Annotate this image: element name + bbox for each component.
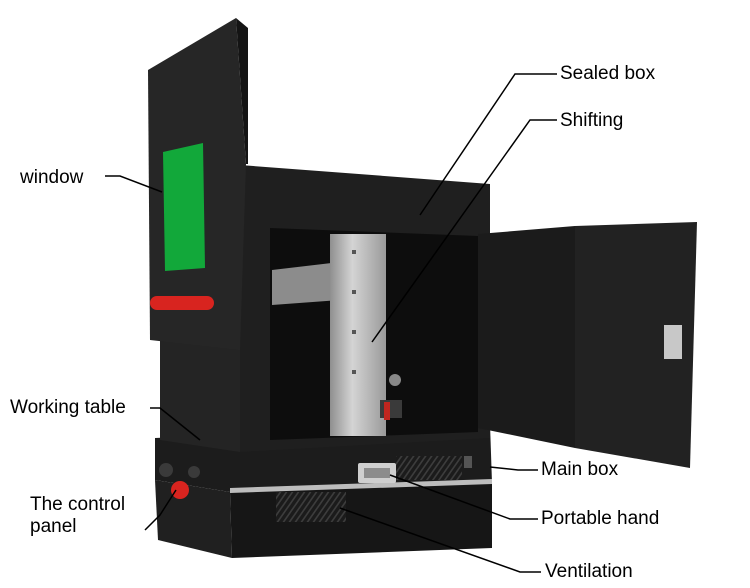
door-latch-icon xyxy=(664,325,682,359)
label-sealed-box: Sealed box xyxy=(560,63,656,84)
cabinet-door xyxy=(464,222,697,468)
label-main-box: Main box xyxy=(541,459,619,480)
label-control-panel-line1: The control xyxy=(30,494,126,515)
control-button-icon xyxy=(159,463,173,477)
label-control-panel: The control panel xyxy=(30,494,160,538)
control-panel xyxy=(159,463,200,499)
label-control-panel-line2: panel xyxy=(30,516,77,537)
green-window-glass xyxy=(163,143,205,271)
left-side-panel xyxy=(160,338,240,452)
emergency-stop-icon xyxy=(171,481,189,499)
sealed-box xyxy=(240,165,490,452)
label-portable-hand: Portable hand xyxy=(541,508,660,529)
label-shifting: Shifting xyxy=(560,110,624,131)
lid-handle xyxy=(150,296,214,310)
label-working-table: Working table xyxy=(10,397,126,418)
laser-head xyxy=(272,262,340,305)
label-window: window xyxy=(20,167,84,188)
window-lid xyxy=(148,18,248,350)
key-switch-icon xyxy=(188,466,200,478)
vent-grille-left xyxy=(276,492,346,522)
vent-grille-front xyxy=(396,456,462,480)
shifting-column xyxy=(330,234,386,436)
label-ventilation: Ventilation xyxy=(545,561,633,582)
portable-hand xyxy=(358,463,396,483)
fan-icon xyxy=(389,374,401,386)
